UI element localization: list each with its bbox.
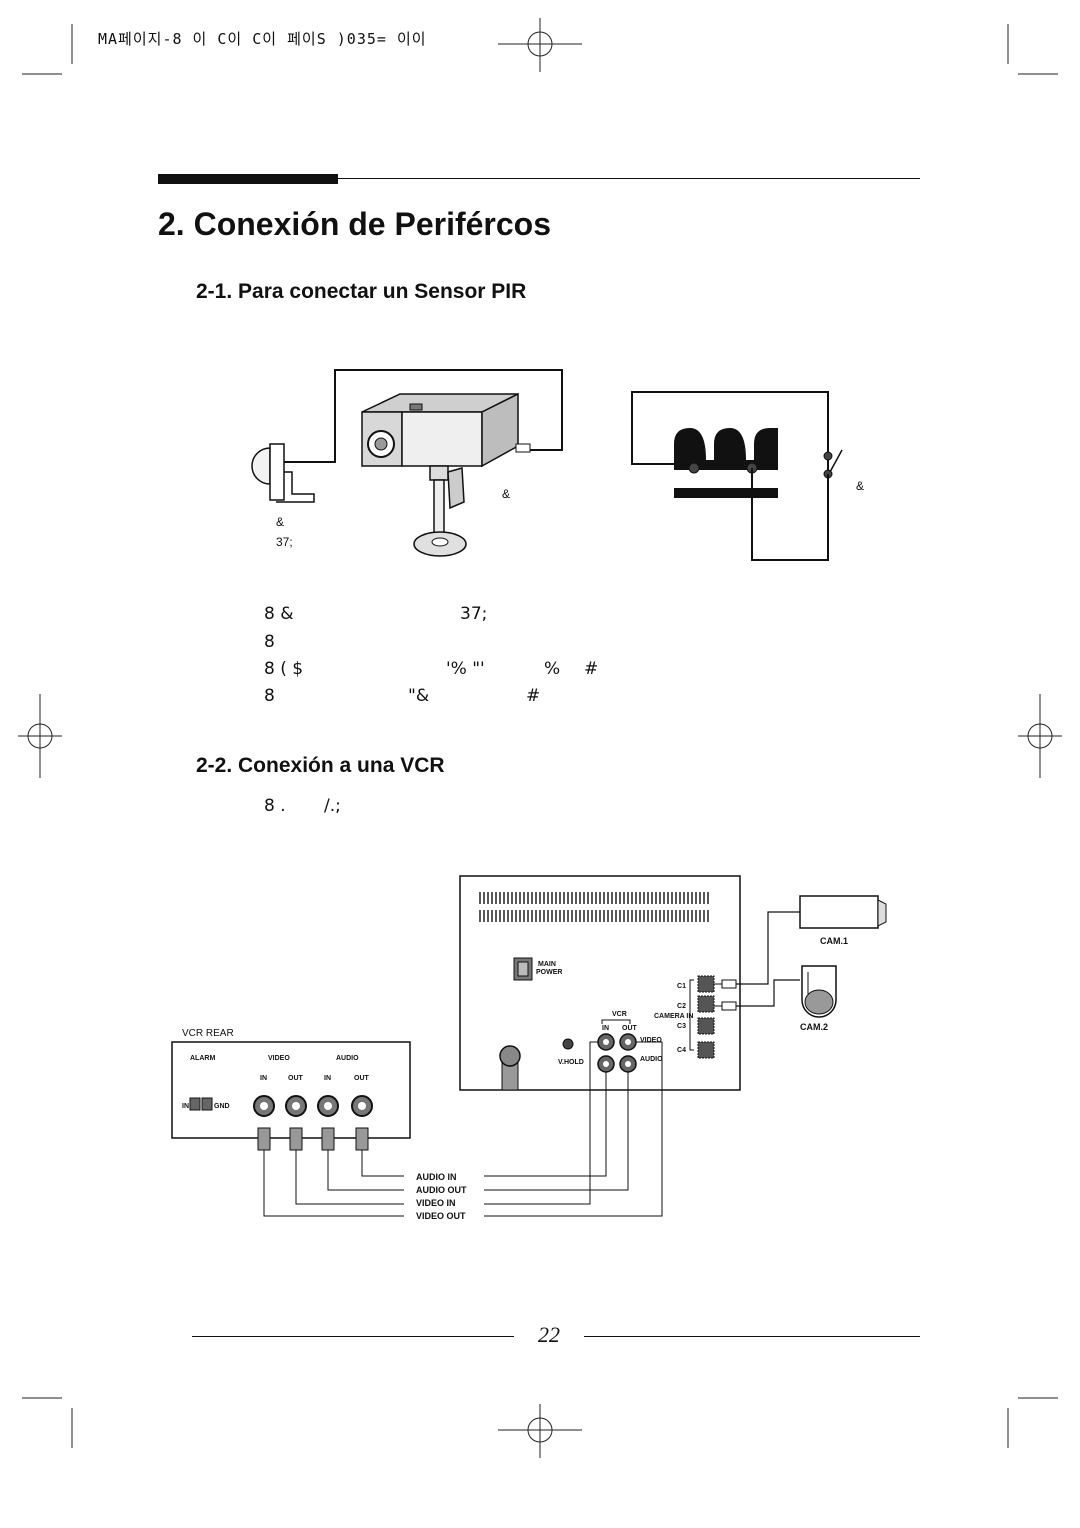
- garbled-line-3-c: %: [544, 659, 561, 679]
- monitor-video-label: VIDEO: [640, 1037, 662, 1044]
- camera-in-label: CAMERA IN: [654, 1013, 693, 1020]
- v-hold-knob-left: [499, 1045, 521, 1067]
- vcr-audio-out-label: OUT: [354, 1075, 370, 1082]
- vcr-rear-panel: [171, 1041, 411, 1139]
- monitor-vents: [479, 892, 709, 922]
- camera-in-c4: [697, 1041, 715, 1059]
- vcr-alarm-label: ALARM: [190, 1055, 215, 1062]
- subsection-title-vcr: 2-2. Conexión a una VCR: [196, 754, 445, 777]
- subsection-title-pir: 2-1. Para conectar un Sensor PIR: [196, 280, 527, 303]
- section-rule-thin: [338, 178, 920, 179]
- vcr-audio-in-label: IN: [324, 1075, 331, 1082]
- print-header-code: MA페이지-8 이 C이 C이 페이S )035= 이이: [98, 30, 427, 48]
- vcr-video-in-label: IN: [260, 1075, 267, 1082]
- monitor-audio-label: AUDIO: [640, 1056, 663, 1063]
- garbled-line-3-d: #: [584, 659, 599, 679]
- garbled-line-4-c: #: [526, 686, 541, 706]
- vcr-garbled-line-a: 8 .: [264, 796, 286, 816]
- garbled-line-3: 8 ( $ '% "' % #: [264, 659, 624, 679]
- c1-label: C1: [677, 983, 686, 990]
- page-title: 2. Conexión de Perifércos: [158, 206, 552, 242]
- camera-in-c2: [697, 995, 715, 1013]
- cam2-dome: [801, 965, 837, 1018]
- camera-in-c1: [697, 975, 715, 993]
- vcr-garbled-line-b: /.;: [324, 796, 341, 816]
- vcr-gnd-label: GND: [214, 1103, 230, 1110]
- footer-rule-left: [192, 1336, 514, 1337]
- vcr-garbled-line: 8 . /.;: [264, 796, 464, 816]
- wire-audio-in-label: AUDIO IN: [416, 1172, 457, 1182]
- main-label: MAIN: [538, 961, 556, 968]
- monitor-vcr-label: VCR: [612, 1011, 627, 1018]
- monitor-in-label: IN: [602, 1025, 609, 1032]
- c4-label: C4: [677, 1047, 686, 1054]
- power-label: POWER: [536, 969, 562, 976]
- footer-rule-right: [584, 1336, 920, 1337]
- wire-video-out-label: VIDEO OUT: [416, 1211, 466, 1221]
- garbled-line-3-b: '% "': [446, 659, 485, 679]
- vcr-alarm-in-label: IN: [182, 1103, 189, 1110]
- pir-connection-diagram: & & 37; &: [251, 369, 864, 561]
- amp-label-camera: &: [502, 487, 510, 501]
- page-number: 22: [538, 1322, 560, 1347]
- monitor-out-label: OUT: [622, 1025, 638, 1032]
- amp-label-relay: &: [856, 479, 864, 493]
- v-hold-label: V.HOLD: [558, 1059, 584, 1066]
- garbled-line-3-a: 8 ( $: [264, 659, 304, 679]
- vcr-audio-label: AUDIO: [336, 1055, 359, 1062]
- pir-sensor: [251, 443, 315, 503]
- wire-video-in-label: VIDEO IN: [416, 1198, 456, 1208]
- relay-diagram: [631, 391, 843, 561]
- vcr-rear-title: VCR REAR: [182, 1028, 234, 1039]
- cam2-label: CAM.2: [800, 1022, 828, 1032]
- vcr-video-out-label: OUT: [288, 1075, 304, 1082]
- cam1-label: CAM.1: [820, 936, 848, 946]
- garbled-line-1: 8 & 37;: [264, 604, 487, 624]
- vcr-connection-diagram: MAIN POWER V.HOLD VCR IN OUT VIDEO AUDIO…: [171, 875, 887, 1221]
- amp-label-left: &: [276, 515, 284, 529]
- c3-label: C3: [677, 1023, 686, 1030]
- code-label-left: 37;: [276, 535, 293, 549]
- garbled-line-1-a: 8 &: [264, 604, 294, 624]
- garbled-line-1-b: 37;: [460, 604, 488, 624]
- pir-wire: [282, 369, 563, 463]
- garbled-line-4-b: "&: [408, 686, 430, 706]
- v-hold-knob: [562, 1038, 574, 1050]
- camera-body: [361, 392, 531, 557]
- garbled-line-4: 8 "& #: [264, 686, 624, 706]
- cam1-camera: [799, 895, 887, 929]
- wire-audio-out-label: AUDIO OUT: [416, 1185, 467, 1195]
- garbled-line-4-a: 8: [264, 686, 275, 706]
- camera-in-c3: [697, 1017, 715, 1035]
- garbled-line-2-a: 8: [264, 632, 275, 652]
- vcr-video-label: VIDEO: [268, 1055, 290, 1062]
- garbled-line-2: 8: [264, 632, 275, 652]
- section-rule-thick: [158, 174, 338, 184]
- c2-label: C2: [677, 1003, 686, 1010]
